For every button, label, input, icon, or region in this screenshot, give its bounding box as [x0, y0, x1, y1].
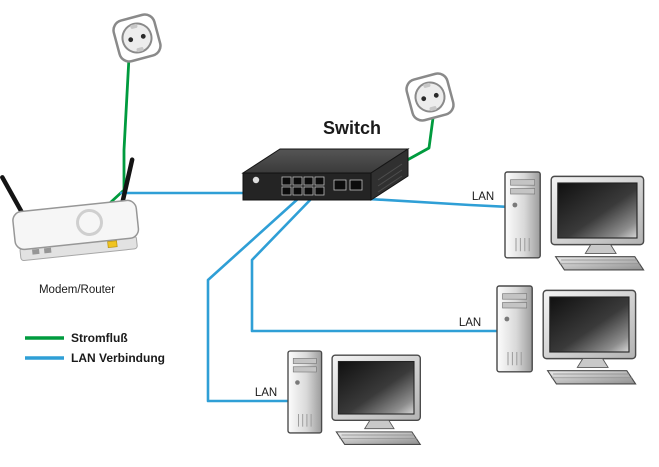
- lan-cable-pc-top: [334, 195, 511, 209]
- switch-logo-icon: [252, 176, 260, 184]
- power-cable-switch: [399, 117, 435, 166]
- lan-cable-pc-bottom: [206, 196, 301, 403]
- router-antenna-left: [0, 175, 27, 220]
- lan-cable-pc-middle: [250, 196, 502, 333]
- legend-power-label: Stromfluß: [71, 331, 128, 345]
- switch-port: [281, 186, 292, 196]
- switch-sfp-port: [349, 179, 363, 191]
- computer-bottom: [287, 350, 421, 446]
- lan-label-bottom: LAN: [255, 387, 277, 399]
- switch-port: [314, 176, 325, 186]
- router-port: [43, 247, 52, 254]
- power-outlet-right: [403, 70, 457, 124]
- lan-label-middle: LAN: [459, 317, 481, 329]
- switch-port: [303, 186, 314, 196]
- legend: Stromfluß LAN Verbindung: [25, 331, 165, 365]
- computer-middle-right: [496, 285, 637, 385]
- switch-title: Switch: [323, 118, 381, 138]
- switch-port-block: [281, 176, 363, 196]
- router-antenna-right: [119, 157, 135, 208]
- switch-port: [314, 186, 325, 196]
- modem-router-device: [0, 157, 140, 262]
- router-ring: [75, 208, 103, 236]
- modem-router-label: Modem/Router: [39, 284, 115, 296]
- switch-port: [292, 176, 303, 186]
- router-port: [32, 248, 40, 255]
- computer-top-right: [504, 171, 645, 271]
- lan-label-top: LAN: [472, 191, 494, 203]
- legend-lan-label: LAN Verbindung: [71, 351, 165, 365]
- switch-vents: [377, 163, 403, 193]
- switch-device: [241, 148, 410, 201]
- switch-port: [281, 176, 292, 186]
- switch-sfp-port: [333, 179, 347, 191]
- router-yellow-port: [107, 240, 118, 249]
- router-body: [12, 199, 140, 251]
- switch-port: [303, 176, 314, 186]
- power-outlet-left: [110, 11, 164, 65]
- switch-port: [292, 186, 303, 196]
